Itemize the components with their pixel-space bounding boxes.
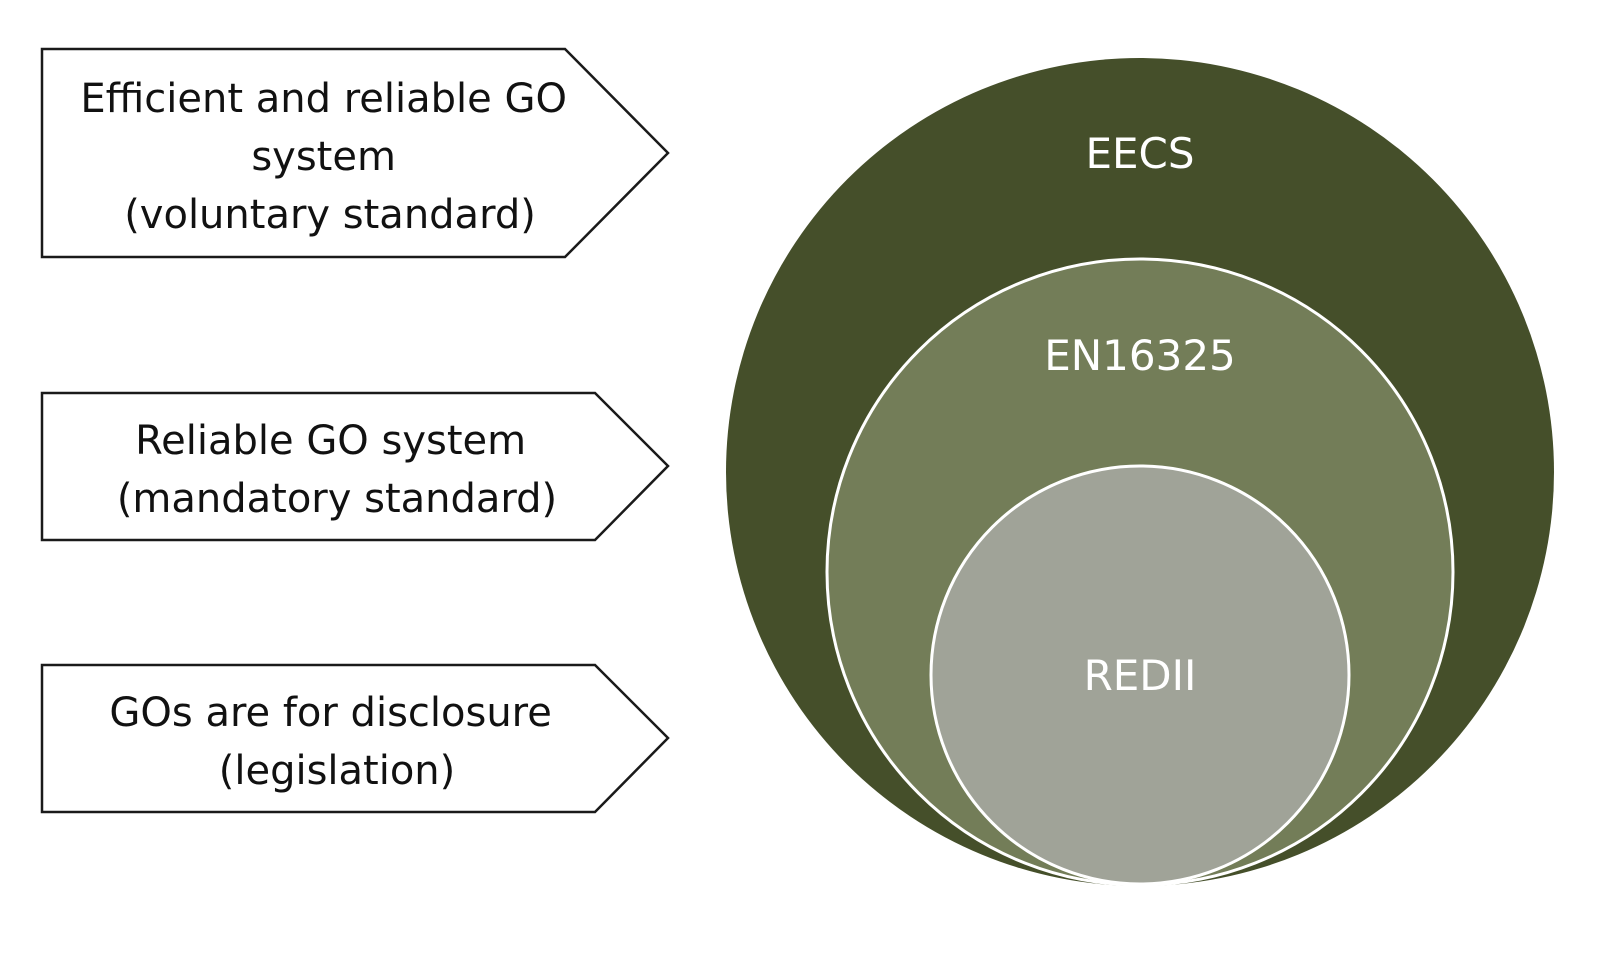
arrow-label-line: (voluntary standard) (124, 192, 536, 238)
arrow-shape (40, 391, 670, 542)
arrow-mandatory-standard: Reliable GO system (mandatory standard) (40, 391, 670, 542)
circle-label-eecs: EECS (1085, 129, 1194, 178)
arrow-label-line: GOs are for disclosure (109, 690, 551, 736)
circle-redii (929, 464, 1351, 886)
arrow-label-line: Reliable GO system (135, 418, 526, 464)
arrow-label: GOs are for disclosure (legislation) (109, 690, 564, 794)
arrow-label-line: (legislation) (219, 748, 456, 794)
arrow-label: Reliable GO system (mandatory standard) (117, 418, 557, 522)
arrow-legislation: GOs are for disclosure (legislation) (40, 663, 670, 814)
circle-label-en16325: EN16325 (1044, 331, 1236, 380)
nested-circles: EECS EN16325 REDII (726, 58, 1554, 887)
arrow-label: Efficient and reliable GO system (volunt… (80, 76, 579, 238)
circle-label-redii: REDII (1084, 651, 1197, 700)
arrow-shape (40, 663, 670, 814)
arrow-label-line: (mandatory standard) (117, 476, 557, 522)
arrow-label-line: Efficient and reliable GO (80, 76, 567, 122)
arrow-voluntary-standard: Efficient and reliable GO system (volunt… (40, 47, 670, 259)
arrow-label-line: system (251, 134, 396, 180)
arrow-shape (40, 47, 670, 259)
